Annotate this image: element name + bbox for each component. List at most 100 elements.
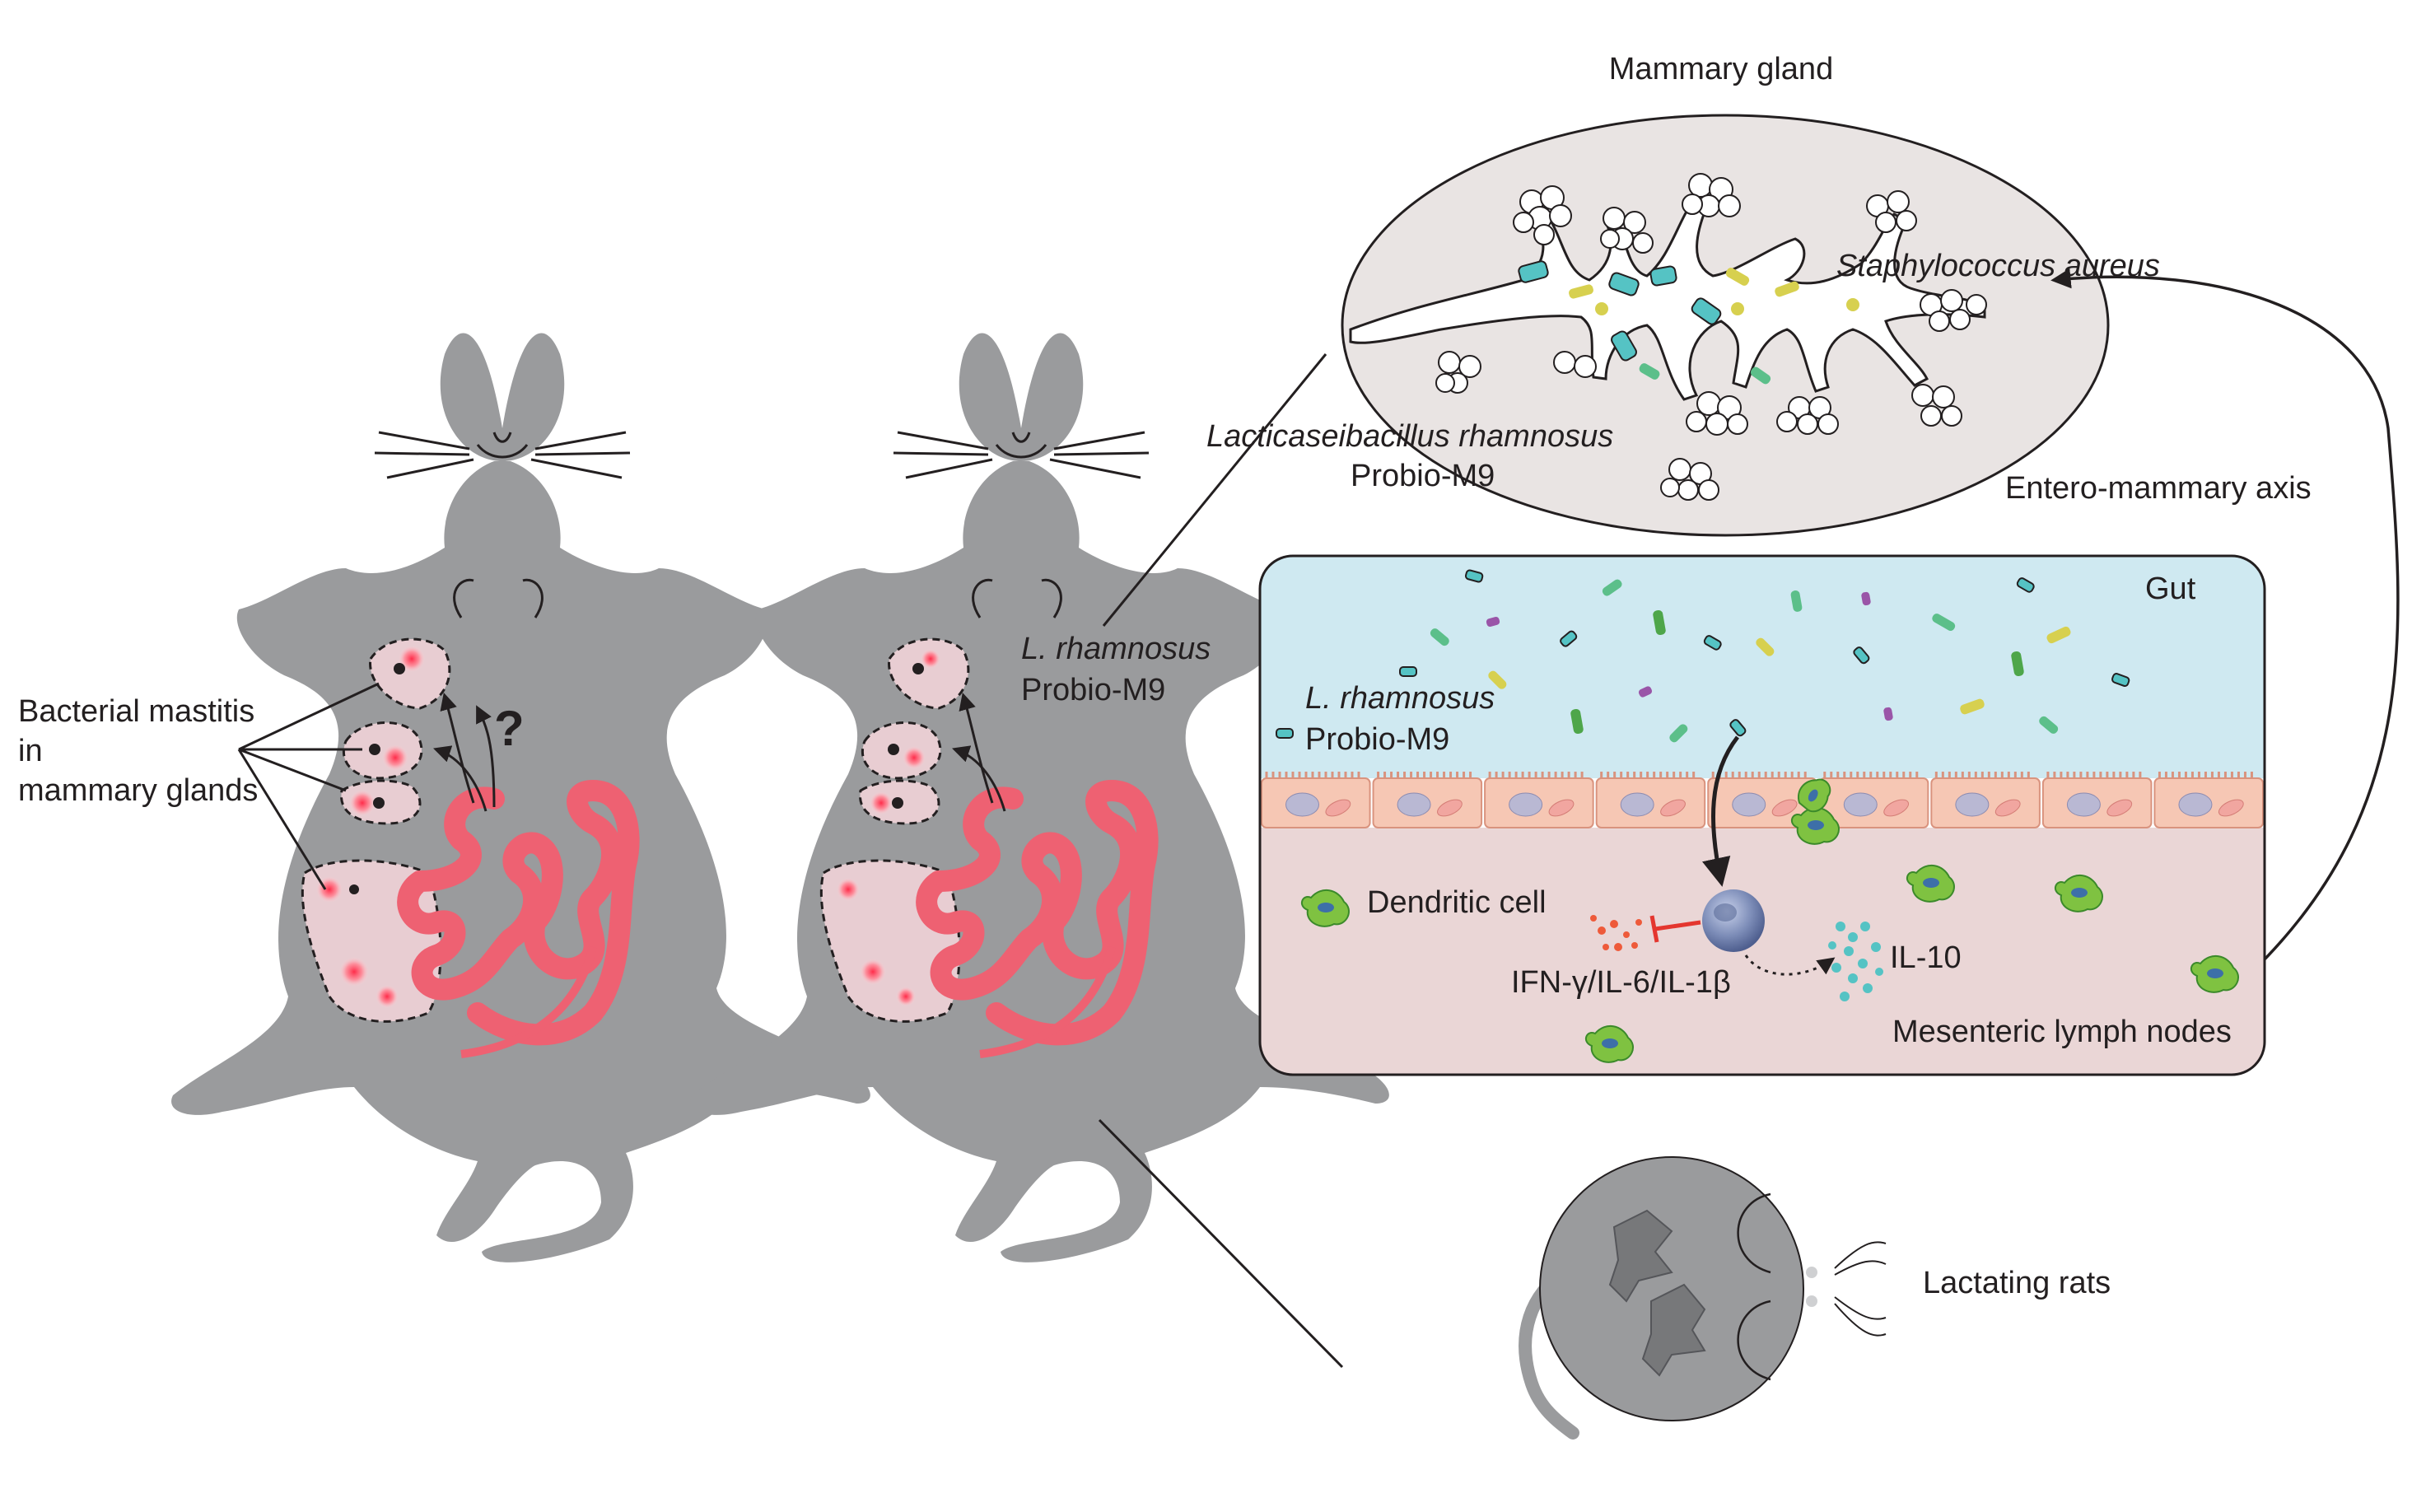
left-gland-red-spots <box>316 646 425 1008</box>
dendritic-cell-label: Dendritic cell <box>1367 885 1547 920</box>
gut-epithelium <box>1261 772 2264 828</box>
gut-label: Gut <box>2145 572 2196 606</box>
left-rat-gut-arrows <box>433 692 496 812</box>
dendritic-cell-2 <box>1790 807 1840 845</box>
alveoli-clusters <box>1435 173 1987 501</box>
lactating-rat-face <box>1806 1267 1817 1307</box>
mitochondrion <box>1994 799 2021 817</box>
lactating-rat-body <box>1539 1156 1804 1421</box>
microvilli <box>1488 772 1584 778</box>
gut-lrh-label-line1: L. rhamnosus <box>1305 681 1495 716</box>
mitochondrion <box>1325 799 1351 817</box>
alveoli-cluster-7 <box>1553 351 1597 378</box>
immune-cell <box>1702 889 1765 952</box>
mitochondrion <box>1548 799 1575 817</box>
middle-rat-gut-arrows <box>952 692 1006 812</box>
mitochondrion <box>1771 799 1798 817</box>
gut-lumen-bacteria <box>1276 569 2130 743</box>
alveoli-cluster-11 <box>1660 458 1719 501</box>
lactating-rat-organs <box>1608 1209 1706 1377</box>
il10-molecules <box>1828 922 1883 1001</box>
microvilli <box>1377 772 1472 778</box>
microvilli <box>1600 772 1696 778</box>
rat-lrh-label-line2: Probio-M9 <box>1021 673 1165 707</box>
microvilli <box>1711 772 1807 778</box>
middle-rat <box>690 333 1389 1262</box>
pro-inflammatory-cytokines <box>1590 915 1642 951</box>
left-rat-intestine <box>397 780 640 1046</box>
cell-nucleus <box>1955 792 1990 817</box>
microvilli <box>1934 772 2030 778</box>
alveoli-cluster-9 <box>1776 396 1839 435</box>
microvilli <box>2158 772 2253 778</box>
mitochondrion <box>1883 799 1910 817</box>
cell-nucleus <box>1843 792 1878 817</box>
dendritic-cell-3 <box>1906 865 1955 903</box>
mln-label: Mesenteric lymph nodes <box>1892 1015 2232 1049</box>
entero-mammary-arrow <box>2050 268 2400 973</box>
left-gland-1 <box>369 637 451 710</box>
mammary-gland-title: Mammary gland <box>1609 52 1833 86</box>
alveoli-cluster-6 <box>1435 351 1481 394</box>
lacti-label-line2: Probio-M9 <box>1351 459 1495 493</box>
left-rat-whiskers <box>374 431 631 479</box>
mitochondrion <box>1660 799 1686 817</box>
mastitis-label-line1: Bacterial mastitis <box>18 694 254 729</box>
alveoli-cluster-8 <box>1686 391 1748 436</box>
gut-lumen <box>1260 556 2265 778</box>
il10-label: IL-10 <box>1890 940 1962 975</box>
microvilli <box>1265 772 1360 778</box>
lactating-rat-ears <box>1737 1192 1771 1381</box>
lactating-rat <box>1519 1156 1887 1440</box>
connector-rat-to-mammary <box>1102 353 1327 627</box>
mitochondrion <box>1437 799 1463 817</box>
dendritic-cell-1 <box>1300 889 1350 927</box>
rat-lrh-label-line1: L. rhamnosus <box>1021 632 1211 666</box>
microvilli <box>2046 772 2142 778</box>
inhibition-line <box>1654 920 1701 931</box>
microvilli <box>1823 772 1919 778</box>
middle-gland-red-spots <box>837 649 940 1006</box>
left-rat-question-mark: ? <box>494 701 525 756</box>
cytokines-label: IFN-γ/IL-6/IL-1β <box>1511 965 1731 1000</box>
alveoli-cluster-2 <box>1600 207 1654 254</box>
il10-secretion-arrow <box>1744 954 1836 976</box>
mastitis-pointer-lines <box>237 682 380 890</box>
mammary-bacteria <box>1518 260 1859 385</box>
left-rat-head <box>440 333 565 461</box>
lactating-rat-whiskers <box>1834 1241 1887 1337</box>
cell-nucleus <box>1397 792 1431 817</box>
mitochondrion <box>2218 799 2244 817</box>
cell-nucleus <box>1620 792 1654 817</box>
mastitis-label-line3: mammary glands <box>18 773 258 808</box>
cell-nucleus <box>1285 792 1320 817</box>
alveoli-cluster-4 <box>1866 190 1917 233</box>
cell-nucleus <box>2066 792 2101 817</box>
mitochondrion <box>2106 799 2133 817</box>
gut-uptake-arrow <box>1702 735 1739 887</box>
dendritic-cell-7 <box>1797 778 1831 813</box>
gut-panel: Gut L. rhamnosus Probio-M9 <box>1258 554 2266 1076</box>
connector-rat-to-lactating <box>1098 1118 1344 1369</box>
gut-lrh-label-line2: Probio-M9 <box>1305 722 1449 757</box>
left-gland-black-dots <box>349 663 405 894</box>
middle-rat-whiskers <box>893 431 1150 479</box>
entero-axis-label: Entero-mammary axis <box>2005 471 2312 506</box>
cell-nucleus <box>1509 792 1543 817</box>
middle-rat-head <box>959 333 1084 461</box>
gut-lamina-propria <box>1260 828 2265 1075</box>
mastitis-label-line2: in <box>18 734 43 768</box>
middle-rat-intestine <box>916 780 1159 1046</box>
cell-nucleus <box>2178 792 2213 817</box>
left-rat: ? <box>171 333 870 1262</box>
alveoli-cluster-10 <box>1911 384 1962 427</box>
alveoli-cluster-5 <box>1920 289 1987 332</box>
dendritic-cell-4 <box>2054 875 2103 912</box>
lacti-label-line1: Lacticaseibacillus rhamnosus <box>1206 419 1613 454</box>
dendritic-cell-6 <box>1584 1025 1634 1063</box>
lactating-rats-label: Lactating rats <box>1923 1266 2111 1300</box>
mammary-gland-panel: Staphylococcus aureus <box>1341 114 2160 537</box>
cell-nucleus <box>1732 792 1766 817</box>
